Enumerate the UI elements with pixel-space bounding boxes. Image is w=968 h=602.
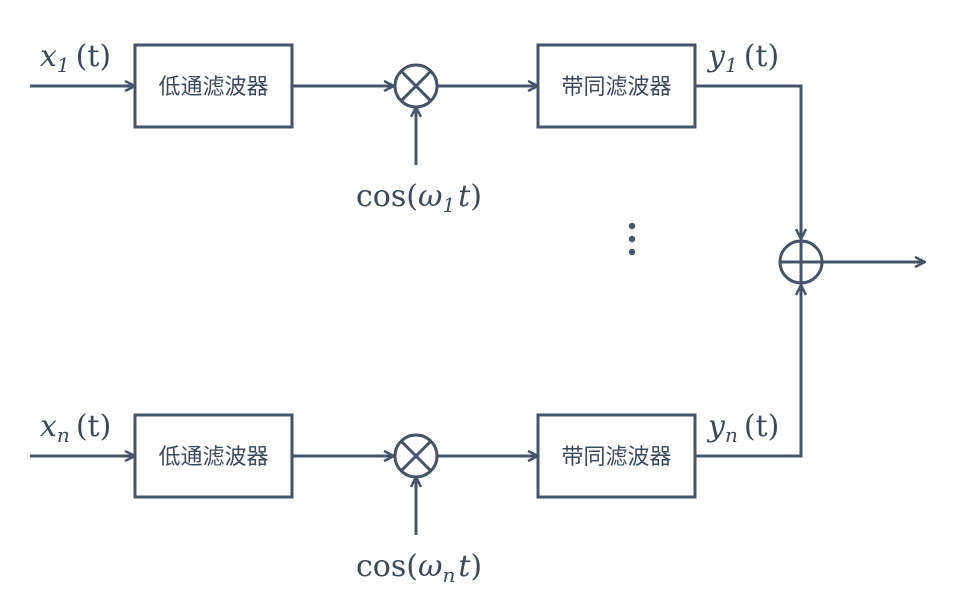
lowpass-filter-box-n <box>133 413 294 499</box>
vertical-ellipsis-icon <box>628 222 636 256</box>
output-wire-n <box>695 285 801 458</box>
bandpass-filter-label-n: 带同滤波器 <box>561 445 671 470</box>
bandpass-filter-box-n <box>536 413 697 499</box>
output-wire-1 <box>695 84 801 239</box>
multiplier-icon <box>393 433 439 479</box>
bandpass-filter-box-1 <box>536 43 697 129</box>
input-label-1: x1(t) <box>40 39 111 77</box>
bandpass-filter-label-1: 带同滤波器 <box>561 75 671 100</box>
adder-icon <box>778 239 824 285</box>
output-label-1: y1(t) <box>706 39 779 77</box>
lowpass-filter-label-1: 低通滤波器 <box>158 75 268 100</box>
input-label-n: xn(t) <box>40 409 111 447</box>
multiplier-icon <box>393 63 439 109</box>
output-label-n: yn(t) <box>706 409 779 447</box>
lowpass-filter-label-n: 低通滤波器 <box>158 445 268 470</box>
